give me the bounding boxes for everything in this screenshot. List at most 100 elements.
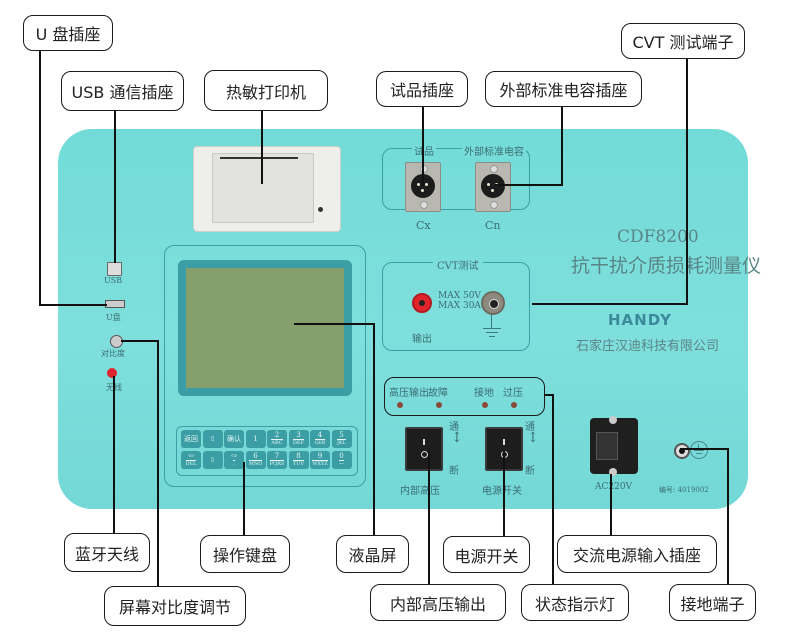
sample-group-title-left: 试品 <box>412 143 436 158</box>
power-switch-label: 电源开关 <box>482 486 522 497</box>
output-label: 输出 <box>412 334 432 345</box>
key-sublabel: TUV <box>292 459 305 467</box>
product-name: 抗干扰介质损耗测量仪 <box>571 255 762 277</box>
callout-power-switch: 电源开关 <box>443 536 530 573</box>
hv-switch-off-label: 断 <box>449 466 459 477</box>
brand-logo: HANDY <box>608 311 672 329</box>
u-disk-label: U盘 <box>106 313 121 322</box>
key-label: 3 <box>296 430 301 439</box>
callout-u-disk-socket: U 盘插座 <box>23 15 113 51</box>
status-led-label: 高压输出 <box>389 388 429 399</box>
key-label: 1 <box>253 434 258 443</box>
protective-earth-icon <box>690 441 708 459</box>
usb-label: USB <box>104 276 123 285</box>
keypad-key[interactable]: ⇨. <box>224 451 244 469</box>
key-label: 2 <box>274 430 280 439</box>
company-name: 石家庄汉迪科技有限公司 <box>576 339 720 354</box>
keypad-key[interactable]: ⇦DEL <box>181 451 201 469</box>
keypad-key[interactable]: 0— <box>331 451 352 469</box>
cn-xlr-socket[interactable] <box>475 162 511 212</box>
status-led <box>511 402 517 408</box>
key-sublabel: GHI <box>314 438 326 446</box>
serial-number: 编号: 4019002 <box>659 486 709 494</box>
key-label: 8 <box>296 451 301 460</box>
key-label: 返回 <box>184 434 198 443</box>
key-label: 7 <box>274 451 280 460</box>
keypad-key[interactable]: ⇧ <box>202 430 223 448</box>
keypad-key[interactable]: ⇩ <box>202 451 223 469</box>
key-sublabel: DEF <box>292 438 305 446</box>
sample-group-title-right: 外部标准电容 <box>462 143 526 158</box>
ac-voltage-label: AC220V <box>595 482 633 492</box>
key-sublabel: — <box>339 459 344 467</box>
status-led-label: 接地 <box>474 388 494 399</box>
hv-switch-arrow-icon: ↕ <box>451 430 463 446</box>
callout-cvt-test-terminal: CVT 测试端子 <box>621 23 745 59</box>
lcd-keyboard-group <box>164 245 366 487</box>
callout-ground-terminal: 接地端子 <box>669 584 756 621</box>
key-label: ⇧ <box>209 434 216 443</box>
ground-terminal[interactable] <box>674 443 690 459</box>
lcd-screen <box>178 260 352 396</box>
key-sublabel: MNO <box>248 459 263 467</box>
red-output-jack[interactable] <box>412 293 432 313</box>
antenna-connector[interactable] <box>107 368 117 378</box>
cn-label: Cn <box>485 219 501 232</box>
cvt-terminal[interactable] <box>481 291 505 315</box>
internal-hv-switch[interactable] <box>405 427 443 471</box>
u-disk-port[interactable] <box>105 300 125 308</box>
usb-port[interactable] <box>107 262 122 276</box>
key-sublabel: JKL <box>336 438 347 446</box>
key-label: 0 <box>339 451 344 460</box>
cx-label: Cx <box>416 219 431 232</box>
max-current-label: MAX 30A <box>438 301 481 311</box>
power-switch-off-label: 断 <box>525 466 535 477</box>
callout-thermal-printer: 热敏打印机 <box>204 70 328 111</box>
callout-sample-socket: 试品插座 <box>376 71 468 107</box>
key-sublabel: . <box>233 459 235 467</box>
status-led-label: 过压 <box>503 388 523 399</box>
sample-socket-group <box>382 148 530 210</box>
key-label: 5 <box>339 430 344 439</box>
key-sublabel: ABC <box>271 438 283 446</box>
hv-switch-on-label: 通 <box>449 422 459 433</box>
key-label: ⇨ <box>231 451 237 460</box>
callout-ext-std-cap-socket: 外部标准电容插座 <box>485 71 642 107</box>
key-sublabel: WXYZ <box>312 459 328 467</box>
status-led <box>397 402 403 408</box>
keypad-key[interactable]: 确认 <box>224 430 244 448</box>
max-voltage-label: MAX 50V <box>438 291 481 301</box>
ac-power-socket[interactable] <box>590 416 638 476</box>
status-led <box>436 402 442 408</box>
thermal-printer <box>193 146 341 232</box>
key-sublabel: PQRS <box>269 459 285 467</box>
cvt-group-title: CVT测试 <box>433 257 483 272</box>
key-label: ⇩ <box>209 455 216 464</box>
status-led-label: 故障 <box>428 388 448 399</box>
callout-status-lights: 状态指示灯 <box>521 584 629 621</box>
key-label: ⇦ <box>188 451 194 460</box>
power-switch-on-label: 通 <box>525 422 535 433</box>
callout-contrast-adjust: 屏幕对比度调节 <box>104 586 246 626</box>
keypad-key[interactable]: 返回 <box>181 430 201 448</box>
callout-lcd-screen: 液晶屏 <box>336 535 409 573</box>
callout-usb-comm-socket: USB 通信插座 <box>61 71 184 111</box>
callout-keyboard: 操作键盘 <box>200 535 290 573</box>
keypad-key[interactable]: 1 <box>245 430 266 448</box>
status-led <box>482 402 488 408</box>
key-sublabel: DEL <box>185 459 197 467</box>
key-label: 9 <box>317 451 323 460</box>
callout-internal-hv-output: 内部高压输出 <box>370 584 506 621</box>
callout-ac-power-socket: 交流电源输入插座 <box>557 535 717 573</box>
contrast-label: 对比度 <box>101 349 125 358</box>
ground-symbol-icon <box>482 314 502 340</box>
